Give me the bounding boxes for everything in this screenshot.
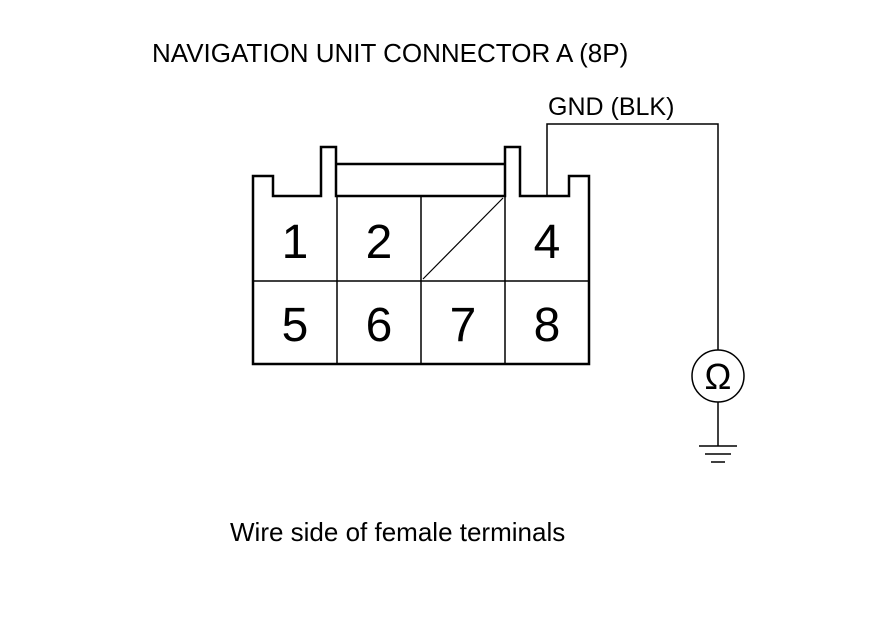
terminal-2: 2 xyxy=(366,216,393,269)
connector-outline xyxy=(251,145,591,366)
empty-cavity-mark xyxy=(422,197,504,280)
connector-housing xyxy=(251,145,591,366)
terminal-8: 8 xyxy=(534,299,561,352)
terminal-4: 4 xyxy=(534,216,561,269)
probe-wire xyxy=(546,123,719,350)
terminal-5: 5 xyxy=(282,299,309,352)
terminal-6: 6 xyxy=(366,299,393,352)
terminal-grid xyxy=(253,196,589,364)
terminal-1: 1 xyxy=(282,216,309,269)
ohmmeter-icon: Ω xyxy=(691,349,745,403)
terminal-7: 7 xyxy=(450,299,477,352)
terminal-labels: 1 2 4 5 6 7 8 xyxy=(282,216,561,352)
diagram-title: NAVIGATION UNIT CONNECTOR A (8P) xyxy=(152,38,628,68)
ground-icon xyxy=(699,445,737,463)
diagram-caption: Wire side of female terminals xyxy=(230,517,565,547)
ohm-symbol: Ω xyxy=(705,356,732,397)
wire-label: GND (BLK) xyxy=(548,93,674,121)
